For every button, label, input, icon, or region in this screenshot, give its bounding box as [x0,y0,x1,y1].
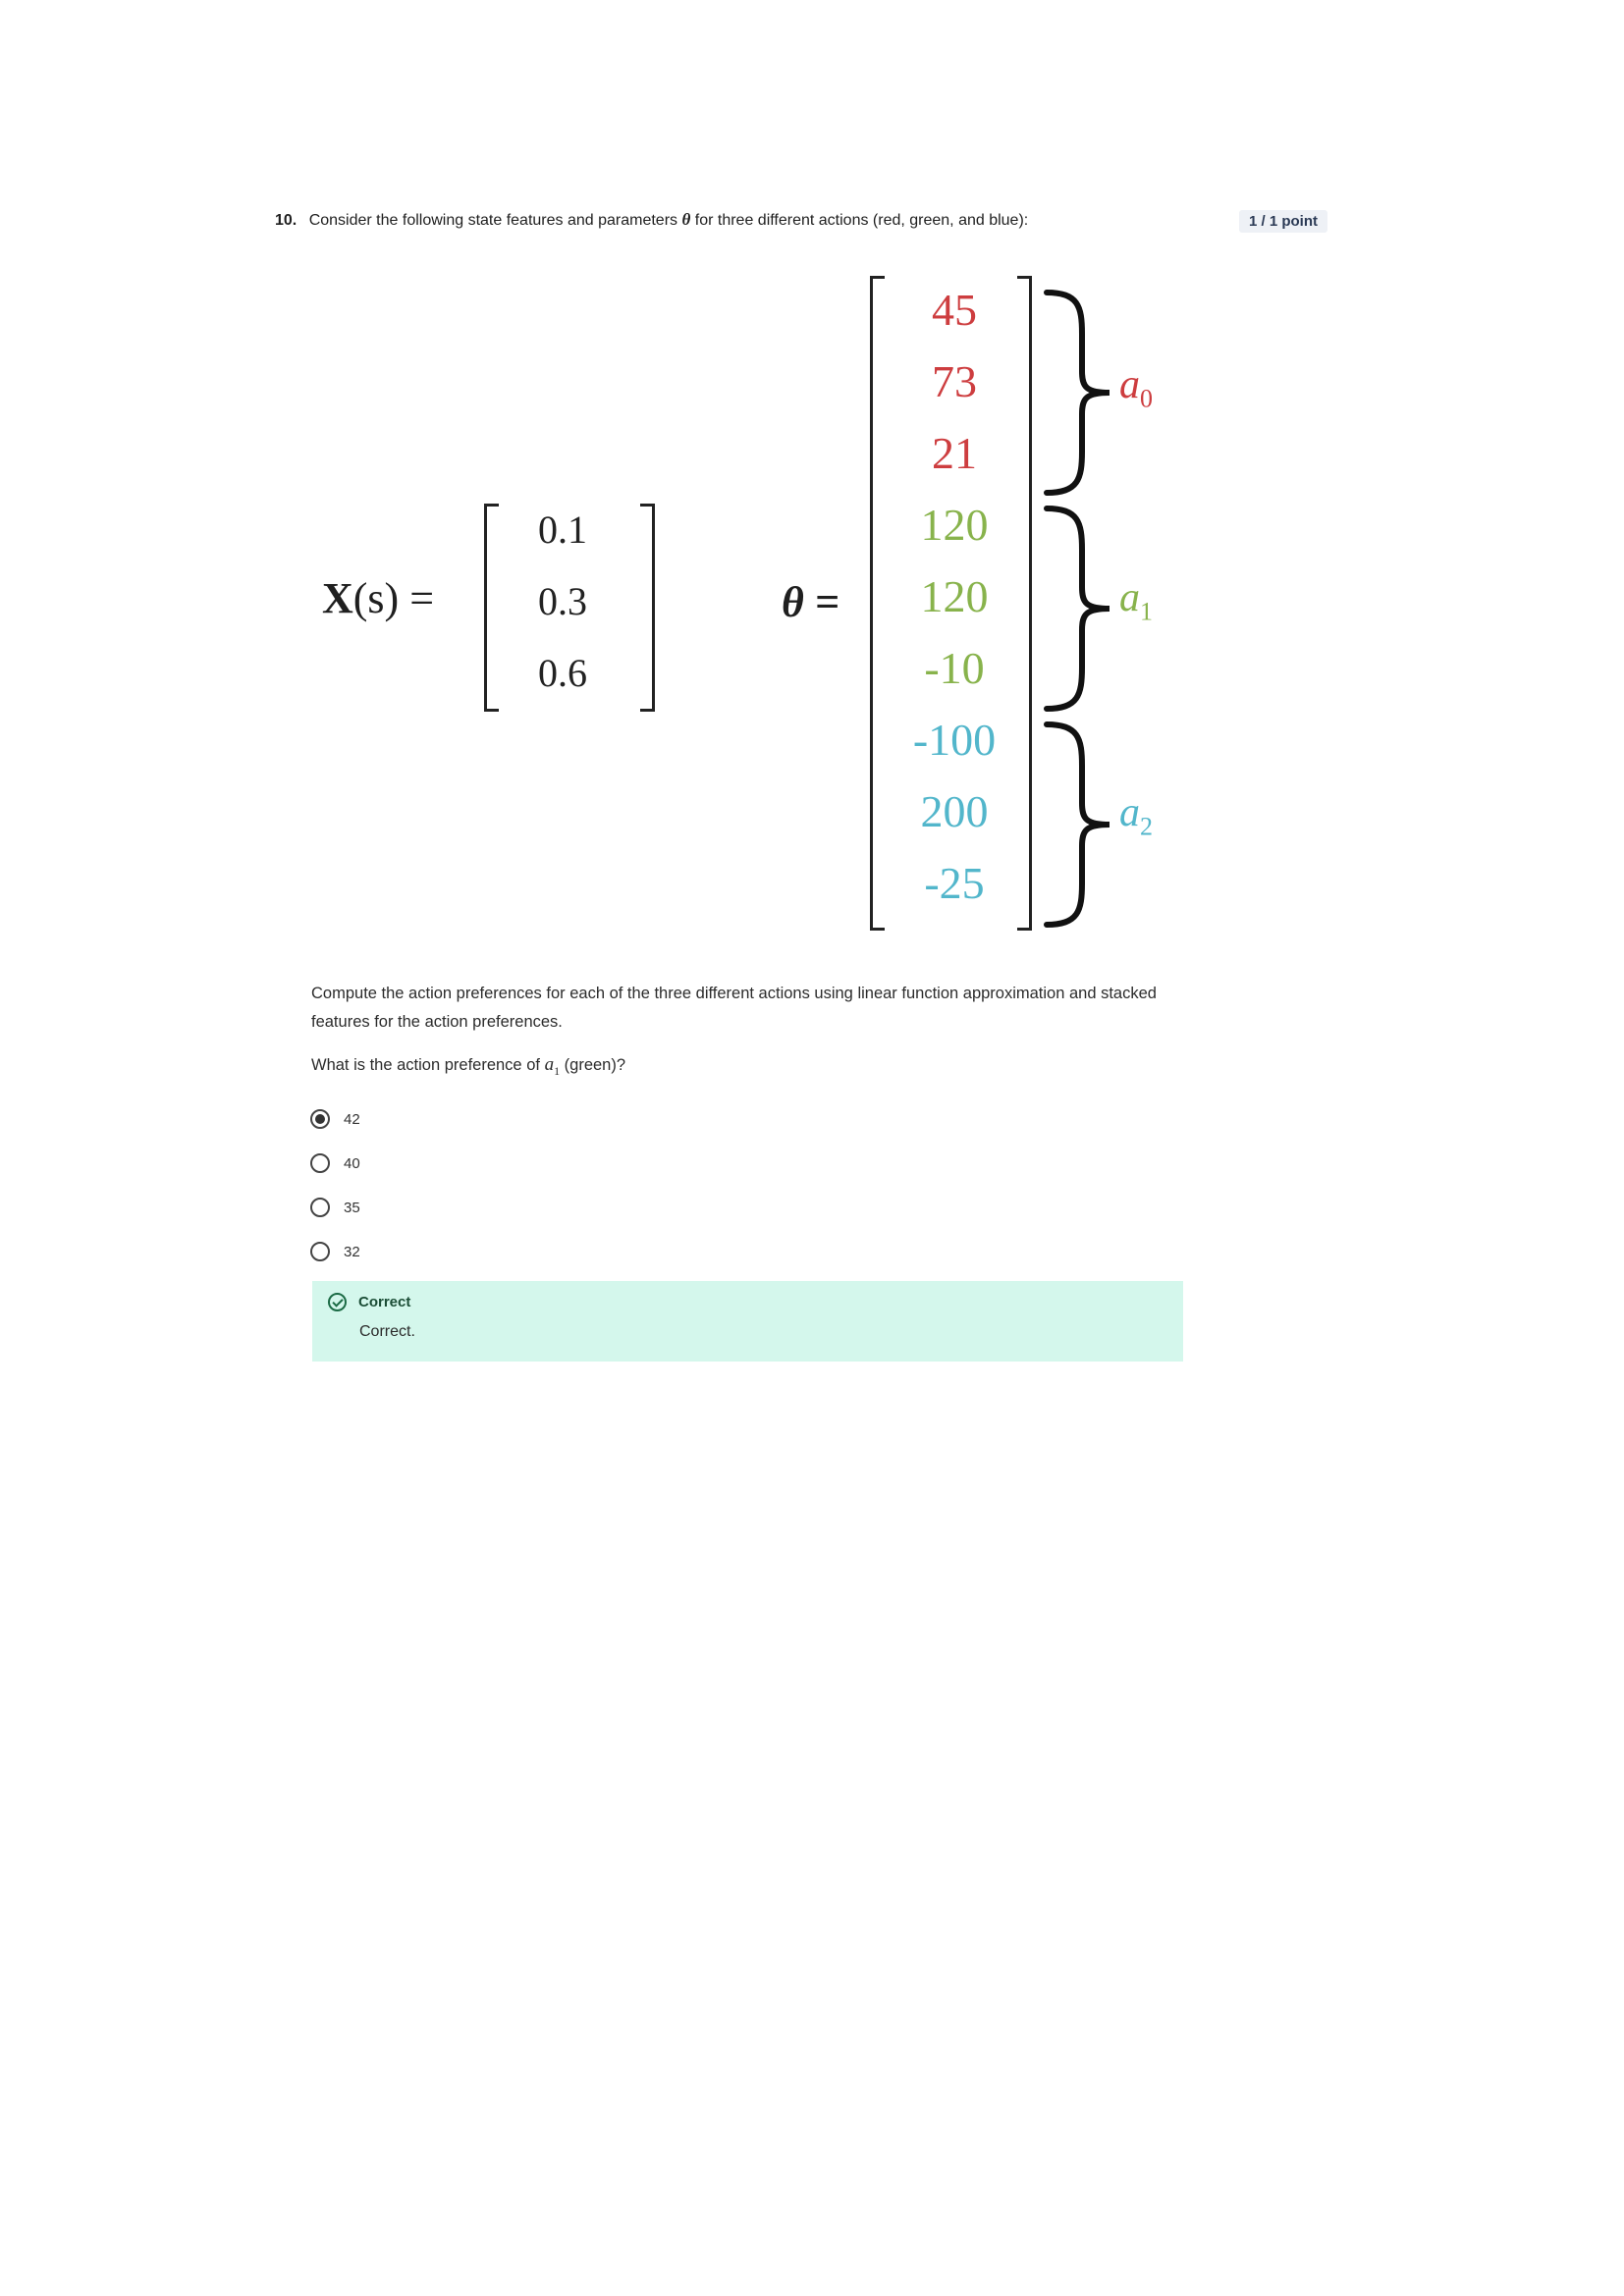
xs-right-bracket [640,504,655,712]
theta-value: 45 [932,285,977,335]
theta-value: -100 [912,715,997,765]
action-label-a0: a0 [1119,362,1153,413]
question-number: 10. [275,212,298,229]
brace-a0 [1044,290,1110,496]
radio-button[interactable] [310,1153,330,1173]
theta-value: 73 [932,356,977,406]
option-label: 35 [344,1199,360,1216]
feedback-title: Correct [328,1293,410,1311]
action-label-a1: a1 [1119,575,1153,626]
answer-option[interactable]: 40 [310,1150,360,1176]
action-label-a2: a2 [1119,790,1153,841]
theta-value: -25 [924,858,985,908]
question-text-after: for three different actions (red, green,… [694,212,1029,229]
answer-option[interactable]: 32 [310,1239,360,1264]
xs-left-bracket [484,504,499,712]
xs-label: X(s) = [322,574,435,622]
radio-button[interactable] [310,1242,330,1261]
xs-value: 0.1 [538,507,587,552]
answer-option[interactable]: 35 [310,1195,360,1220]
prompt-text: Compute the action preferences for each … [311,985,1157,1031]
question-text-before: Consider the following state features an… [308,212,678,229]
radio-button[interactable] [310,1198,330,1217]
points-badge: 1 / 1 point [1239,210,1328,233]
answer-option[interactable]: 42 [310,1106,360,1132]
curly-braces [1044,290,1110,928]
brace-a2 [1044,721,1110,928]
theta-symbol-inline: θ [681,210,691,229]
theta-value: 200 [920,786,989,836]
sub-question: What is the action preference of a1 (gre… [311,1054,626,1078]
theta-value: -10 [924,643,985,693]
xs-value: 0.3 [538,579,587,623]
option-label: 40 [344,1154,360,1172]
question-header: 10. Consider the following state feature… [275,210,1028,230]
option-label: 42 [344,1110,360,1128]
theta-value: 120 [920,500,989,550]
theta-label: θ = [782,578,839,626]
theta-right-bracket [1017,276,1032,931]
feedback-panel: Correct Correct. [312,1281,1183,1362]
radio-button-selected[interactable] [310,1109,330,1129]
xs-value: 0.6 [538,651,587,695]
check-circle-icon [328,1293,347,1311]
option-label: 32 [344,1243,360,1260]
theta-value: 21 [932,428,977,478]
theta-value: 120 [920,571,989,621]
equation-figure: X(s) = 0.1 0.3 0.6 θ = 45 73 21 120 120 … [0,0,1624,942]
brace-a1 [1044,506,1110,712]
feedback-text: Correct. [359,1323,415,1340]
theta-left-bracket [870,276,885,931]
